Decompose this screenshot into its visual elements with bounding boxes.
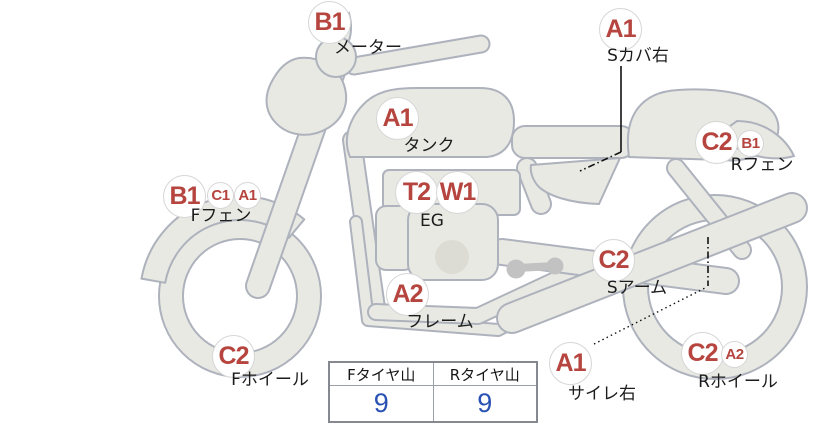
side-cover-shape [529, 156, 622, 206]
grade-badge-rear-wheel-2: A2 [721, 341, 748, 368]
rear-tire-tread-header: Rタイヤ山 [432, 363, 536, 386]
leader-lines [579, 66, 709, 345]
grade-badge-front-fender-3: A1 [234, 182, 261, 209]
part-label-silencer: サイレ右 [568, 384, 636, 404]
seat-base-shape [511, 125, 635, 159]
part-label-swing-arm: Sアーム [606, 278, 668, 298]
grade-badge-swing-arm: C2 [592, 239, 635, 282]
kick-pedal-shape [506, 257, 564, 279]
grade-badge-front-wheel: C2 [212, 335, 255, 378]
part-label-rear-fender: Rフェン [730, 155, 794, 175]
grade-badge-rear-fender-2: B1 [737, 130, 764, 157]
grade-badge-meter: B1 [308, 1, 351, 44]
headlight-shape [265, 56, 348, 136]
part-label-engine: EG [420, 211, 444, 231]
grade-badge-front-fender-2: C1 [207, 182, 234, 209]
grade-badge-rear-fender-1: C2 [695, 121, 738, 164]
part-label-side-cover: Sカバ右 [607, 46, 669, 66]
grade-badge-front-fender-1: B1 [163, 175, 206, 218]
part-label-front-fender: Fフェン [190, 206, 252, 226]
grade-badge-rear-wheel-1: C2 [681, 332, 724, 375]
rear-tire-tread-value: 9 [432, 386, 537, 421]
tire-tread-table: Fタイヤ山 Rタイヤ山 9 9 [328, 361, 538, 423]
handlebar-shape [344, 34, 491, 76]
tire-table-header-row: Fタイヤ山 Rタイヤ山 [330, 363, 536, 386]
grade-badge-engine-1: T2 [395, 171, 438, 214]
part-label-rear-wheel: Rホイール [698, 372, 778, 392]
front-tire-tread-header: Fタイヤ山 [330, 363, 433, 386]
part-label-tank: タンク [403, 136, 455, 156]
front-tire-tread-value: 9 [373, 388, 389, 418]
tire-table-value-row: 9 9 [330, 386, 536, 421]
grade-badge-silencer: A1 [549, 342, 592, 385]
part-label-meter: メーター [334, 38, 402, 58]
grade-badge-engine-2: W1 [436, 171, 479, 214]
grade-badge-tank: A1 [376, 97, 419, 140]
part-label-frame: フレーム [406, 312, 474, 332]
grade-badge-side-cover: A1 [599, 8, 642, 51]
muffler-shape [496, 192, 808, 334]
grade-badge-frame: A2 [386, 273, 429, 316]
part-label-front-wheel: Fホイール [231, 370, 309, 390]
